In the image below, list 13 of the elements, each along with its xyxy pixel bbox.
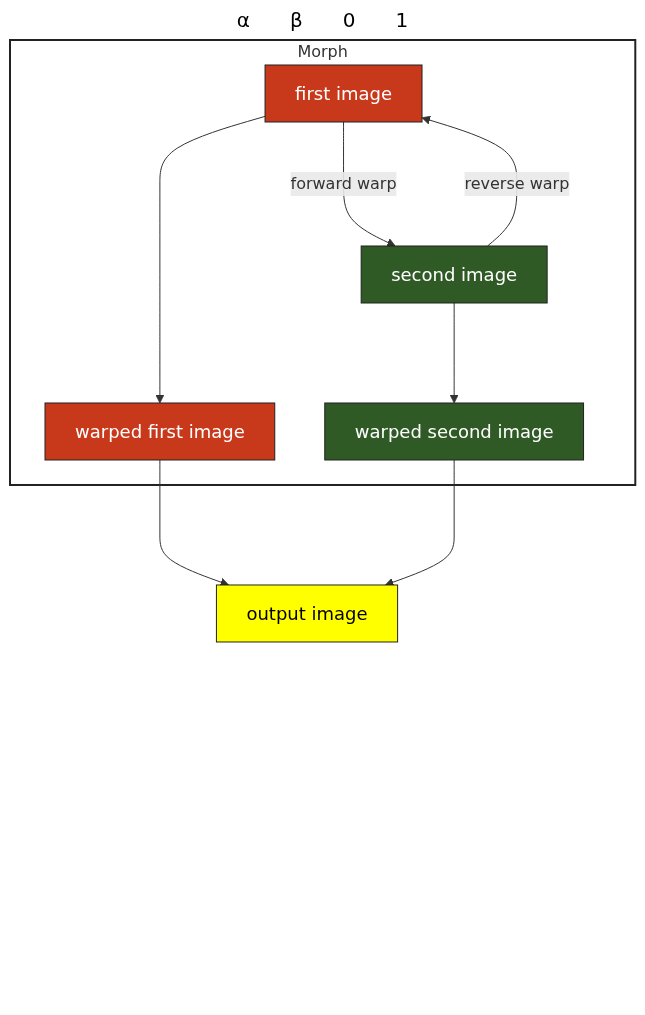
arrow — [155, 115, 266, 404]
node-box: first image — [264, 64, 423, 123]
node-box: warped first image — [44, 402, 276, 461]
edge-label: forward warp — [290, 174, 397, 193]
arrow — [449, 302, 459, 404]
node-box: output image — [215, 584, 398, 643]
node-box: second image — [360, 245, 548, 304]
scale-label: β — [289, 8, 303, 32]
scale-label: 1 — [395, 8, 409, 32]
edge-label: reverse warp — [464, 174, 570, 193]
scale-label: α — [236, 8, 250, 32]
scale-label: 0 — [342, 8, 356, 32]
node-box: warped second image — [324, 402, 584, 461]
